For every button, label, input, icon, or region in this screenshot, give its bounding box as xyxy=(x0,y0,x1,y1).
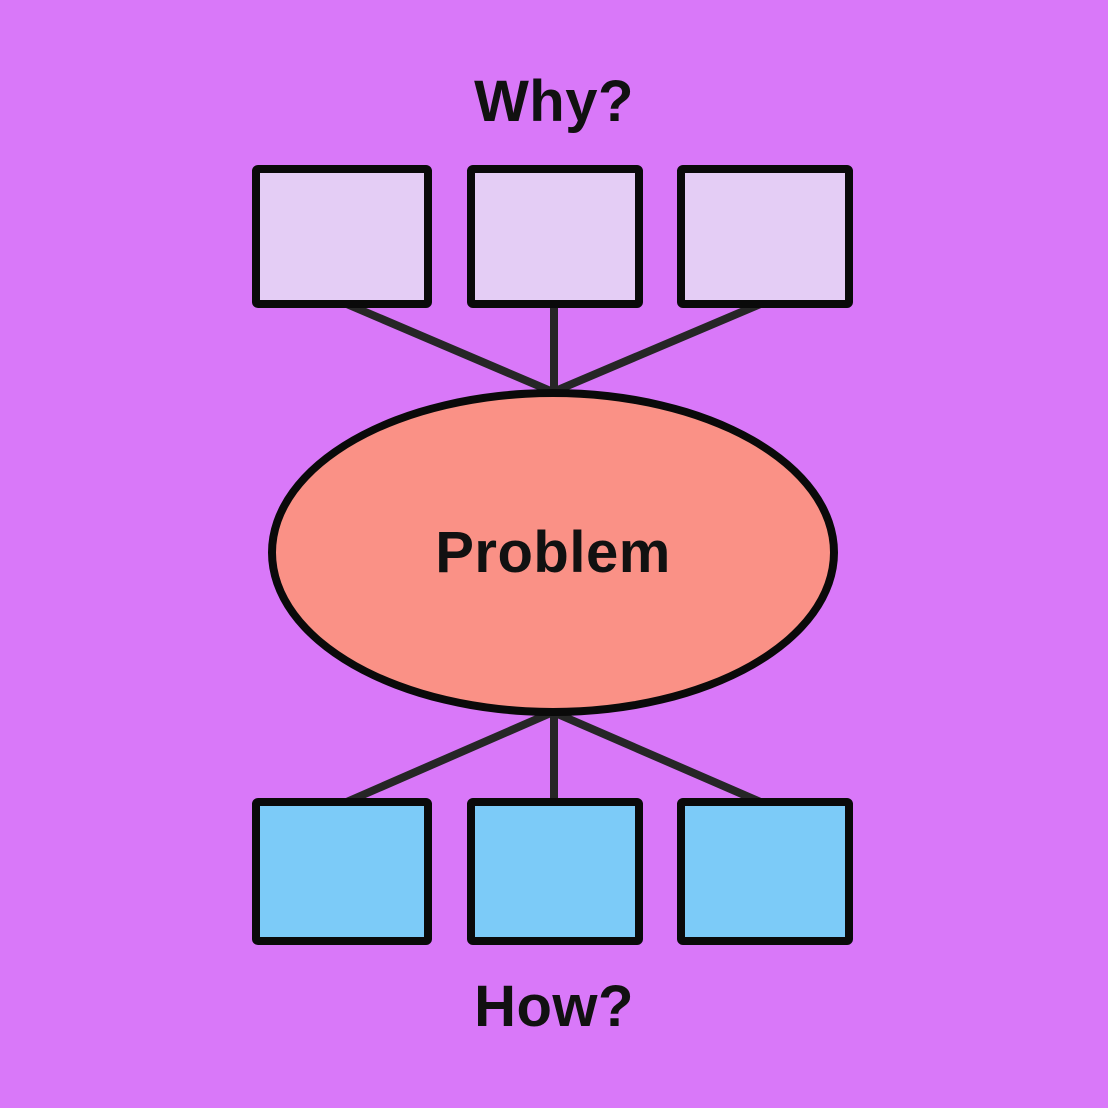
connector-why-right xyxy=(549,298,769,396)
how-box-2 xyxy=(466,798,643,945)
why-box-1 xyxy=(252,165,432,308)
problem-node: Problem xyxy=(268,389,838,716)
why-boxes-row xyxy=(252,165,853,308)
why-box-2 xyxy=(466,165,643,308)
how-box-3 xyxy=(677,798,853,945)
how-boxes-row xyxy=(252,798,853,945)
connector-how-right xyxy=(549,708,769,808)
why-heading: Why? xyxy=(474,69,634,134)
connector-why-left xyxy=(338,298,557,396)
how-box-1 xyxy=(252,798,432,945)
why-box-3 xyxy=(677,165,853,308)
how-heading: How? xyxy=(474,974,634,1039)
connector-how-left xyxy=(338,708,557,808)
problem-node-label: Problem xyxy=(435,519,671,585)
